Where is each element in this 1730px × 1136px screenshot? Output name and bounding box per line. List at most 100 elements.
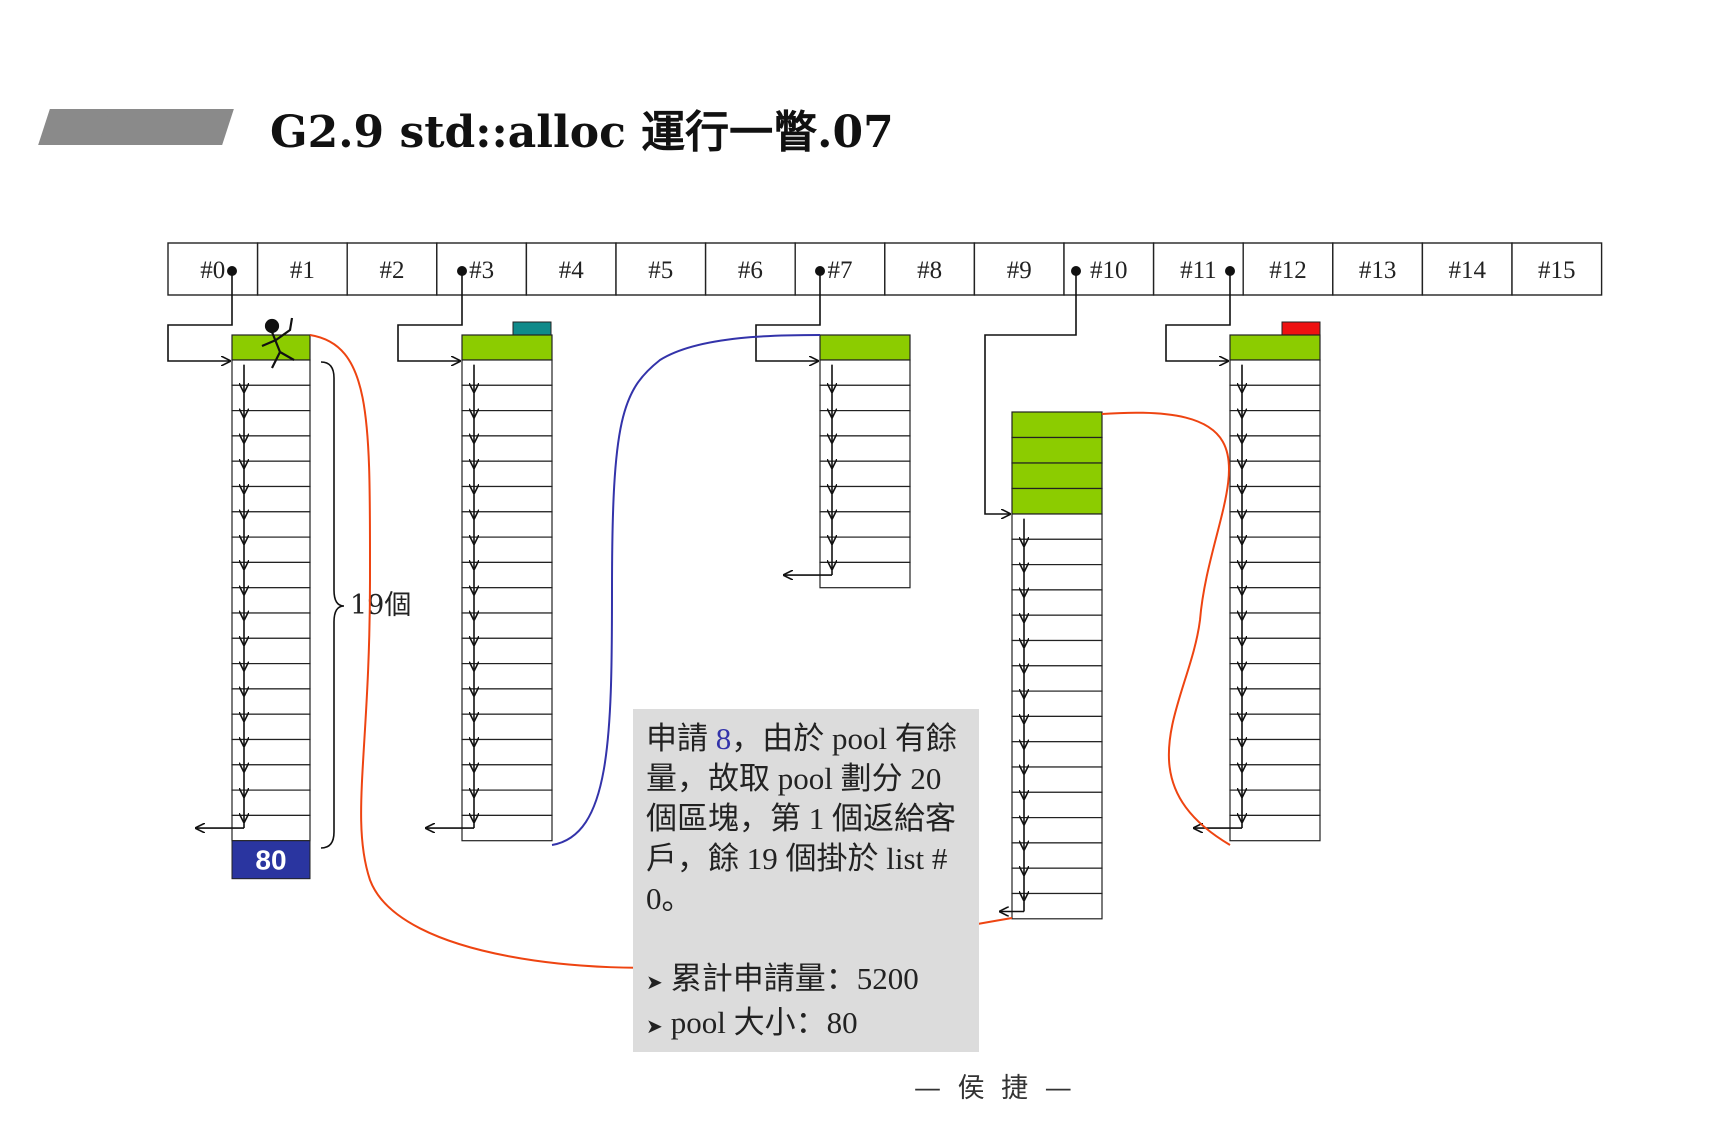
- free-chunk: [1011, 791, 1103, 819]
- free-list-slot-label: #10: [1090, 257, 1128, 284]
- free-chunk: [1229, 814, 1321, 842]
- free-chunk: [1229, 789, 1321, 816]
- free-chunk: [461, 511, 553, 538]
- count-brace-label: 19個: [350, 590, 411, 621]
- free-chunk: [819, 511, 911, 538]
- free-chunk: [1011, 665, 1103, 692]
- free-chunk: [819, 460, 911, 488]
- free-list-slot-label: #5: [648, 257, 673, 284]
- free-chunk: [819, 485, 911, 513]
- note-bullet-pool: ➤pool 大小：80: [646, 1003, 919, 1047]
- client-figure-icon: [261, 317, 295, 369]
- free-list-slot-label: #2: [380, 257, 405, 284]
- free-list-slot-label: #6: [738, 257, 763, 284]
- free-list-slot: [884, 242, 976, 296]
- free-chunk: [461, 410, 553, 437]
- free-list-slot-label: #0: [200, 257, 225, 284]
- free-chunk: [1011, 614, 1103, 642]
- free-list-slot-label: #3: [469, 257, 494, 284]
- note-bullets: ➤ 累計申請量：5200 ➤pool 大小：80: [646, 959, 919, 1047]
- free-chunk: [461, 738, 553, 766]
- note-text: 申請 8，由於 pool 有餘量，故取 pool 劃分 20 個區塊，第 1 個…: [646, 719, 976, 919]
- free-list-slot: [525, 242, 617, 296]
- free-chunk: [461, 384, 553, 412]
- allocated-chunk: [1011, 436, 1103, 464]
- free-chunk: [819, 536, 911, 563]
- free-chunk: [1229, 410, 1321, 437]
- free-chunk: [1011, 867, 1103, 895]
- free-chunk: [1229, 561, 1321, 589]
- allocated-chunk: [819, 334, 911, 361]
- free-list-slot-label: #12: [1269, 257, 1307, 284]
- list7-head-pointer: [755, 271, 821, 361]
- free-list-slot: [1511, 242, 1603, 296]
- free-chunk: [1011, 741, 1103, 768]
- list10-head-pointer: [984, 271, 1077, 514]
- free-chunk: [1011, 715, 1103, 743]
- list11-head-pointer: [1165, 271, 1231, 361]
- free-chunk: [461, 587, 553, 614]
- free-chunk: [461, 460, 553, 488]
- red-marker: [1281, 321, 1321, 336]
- free-chunk: [1011, 513, 1103, 540]
- free-list-slot: [1242, 242, 1334, 296]
- free-list-slot: [615, 242, 707, 296]
- free-chunk: [231, 359, 311, 386]
- free-chunk: [1011, 842, 1103, 869]
- free-chunk: [461, 764, 553, 791]
- count-brace: [320, 361, 345, 849]
- explanation-note: 申請 8，由於 pool 有餘量，故取 pool 劃分 20 個區塊，第 1 個…: [633, 709, 979, 1052]
- note-bullet-text: 累計申請量：5200: [670, 961, 919, 996]
- free-chunk: [461, 435, 553, 462]
- free-list-slot: [346, 242, 438, 296]
- note-bullet-total: ➤ 累計申請量：5200: [646, 959, 919, 1003]
- free-list-slot-label: #4: [559, 257, 585, 284]
- free-chunk: [1011, 538, 1103, 566]
- free-chunk: [461, 814, 553, 842]
- allocated-chunk: [231, 334, 311, 361]
- free-chunk: [1011, 816, 1103, 844]
- client-figure-head: [264, 318, 280, 334]
- free-chunk: [461, 612, 553, 639]
- free-list-slot: [167, 242, 259, 296]
- free-chunk: [1011, 690, 1103, 717]
- allocated-chunk: [1011, 411, 1103, 439]
- free-chunk: [1229, 688, 1321, 715]
- pool-size-badge: [231, 840, 311, 880]
- free-list-slot: [436, 242, 528, 296]
- free-chunk: [819, 384, 911, 412]
- free-chunk: [1229, 460, 1321, 488]
- free-chunk: [1011, 639, 1103, 667]
- free-chunk: [1229, 359, 1321, 386]
- allocated-chunk: [1011, 462, 1103, 490]
- free-chunk: [1229, 764, 1321, 791]
- free-chunk: [461, 485, 553, 513]
- free-chunk: [461, 561, 553, 589]
- bullet-arrow-icon: ➤: [646, 972, 663, 994]
- free-chunk: [1011, 563, 1103, 591]
- free-chunk: [1229, 612, 1321, 639]
- allocated-chunk: [1011, 487, 1103, 515]
- free-chunk: [461, 789, 553, 816]
- free-chunk: [1229, 713, 1321, 741]
- page-title: G2.9 std::alloc 運行一瞥.07: [270, 107, 894, 158]
- free-chunk: [231, 688, 311, 715]
- free-chunk: [819, 561, 911, 589]
- free-list-slot: [794, 242, 886, 296]
- free-list-slot-label: #15: [1538, 257, 1576, 284]
- pool-curve-list3-to-list7: [551, 334, 821, 846]
- free-chunk: [231, 662, 311, 690]
- free-list-slot-label: #9: [1007, 257, 1032, 284]
- free-chunk: [819, 359, 911, 386]
- free-list-slot-label: #14: [1448, 257, 1486, 284]
- free-chunk: [1011, 766, 1103, 793]
- free-chunk: [461, 662, 553, 690]
- note-pre: 申請: [646, 721, 716, 756]
- free-chunk: [461, 359, 553, 386]
- free-chunk: [1229, 511, 1321, 538]
- free-chunk: [1229, 536, 1321, 563]
- pool-size-badge-label: 80: [255, 845, 286, 876]
- client-figure-body: [261, 317, 295, 369]
- list3-head-pointer: [397, 271, 463, 361]
